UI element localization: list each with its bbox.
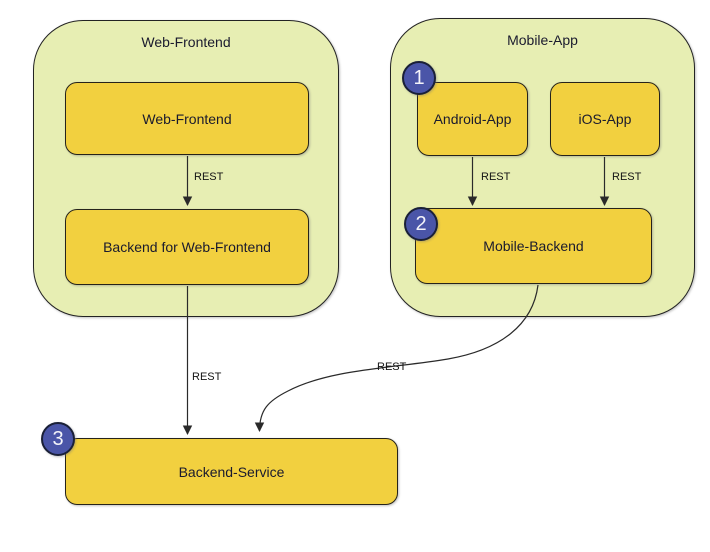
node-web-frontend-label: Web-Frontend [142,110,232,127]
node-android-app-label: Android-App [433,111,512,127]
node-web-frontend: Web-Frontend [65,82,309,155]
edge-label-rest-android: REST [481,171,511,183]
edge-label-rest-mobilebackend: REST [377,361,407,373]
badge-3: 3 [41,422,75,456]
edge-label-rest-ios: REST [612,171,642,183]
node-ios-app: iOS-App [550,82,660,156]
node-android-app: Android-App [417,82,528,156]
node-backend-service: Backend-Service [65,438,398,505]
edge-label-rest-web: REST [194,171,224,183]
node-backend-service-label: Backend-Service [178,463,285,480]
group-mobile-app-title: Mobile-App [507,32,578,48]
node-backend-for-web-frontend-label: Backend for Web-Frontend [103,239,271,255]
group-web-frontend-title: Web-Frontend [141,34,231,50]
node-mobile-backend-label: Mobile-Backend [483,238,584,254]
badge-1-number: 1 [413,67,425,89]
node-mobile-backend: Mobile-Backend [415,208,652,284]
badge-2: 2 [404,207,438,241]
badge-2-number: 2 [415,213,427,235]
badge-1: 1 [402,61,436,95]
node-ios-app-label: iOS-App [578,111,632,127]
badge-3-number: 3 [52,428,64,450]
edge-label-rest-backendweb: REST [192,371,222,383]
node-backend-for-web-frontend: Backend for Web-Frontend [65,209,309,285]
